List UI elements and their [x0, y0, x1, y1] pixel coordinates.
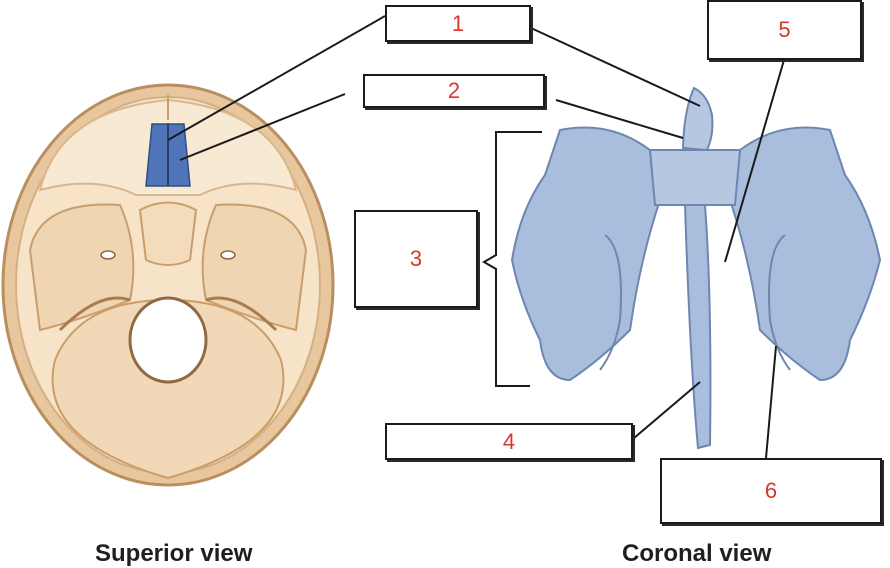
coronal-view-title: Coronal view	[622, 540, 772, 567]
skull-superior-view	[1, 83, 335, 487]
label-box-4[interactable]: 4	[385, 423, 633, 460]
label-number: 4	[502, 428, 516, 454]
label-number: 3	[409, 246, 423, 271]
label-box-5[interactable]: 5	[707, 0, 862, 60]
label-number: 2	[447, 78, 461, 103]
leader-lines	[167, 15, 785, 459]
superior-view-title: Superior view	[95, 540, 253, 567]
label-number: 6	[764, 478, 778, 503]
label-box-1[interactable]: 1	[385, 5, 531, 42]
label-box-3[interactable]: 3	[354, 210, 478, 308]
label-number: 1	[451, 10, 465, 36]
label-box-6[interactable]: 6	[660, 458, 882, 524]
ethmoid-coronal-view	[510, 86, 882, 450]
label-number: 5	[778, 17, 791, 42]
label-box-2[interactable]: 2	[363, 74, 545, 108]
